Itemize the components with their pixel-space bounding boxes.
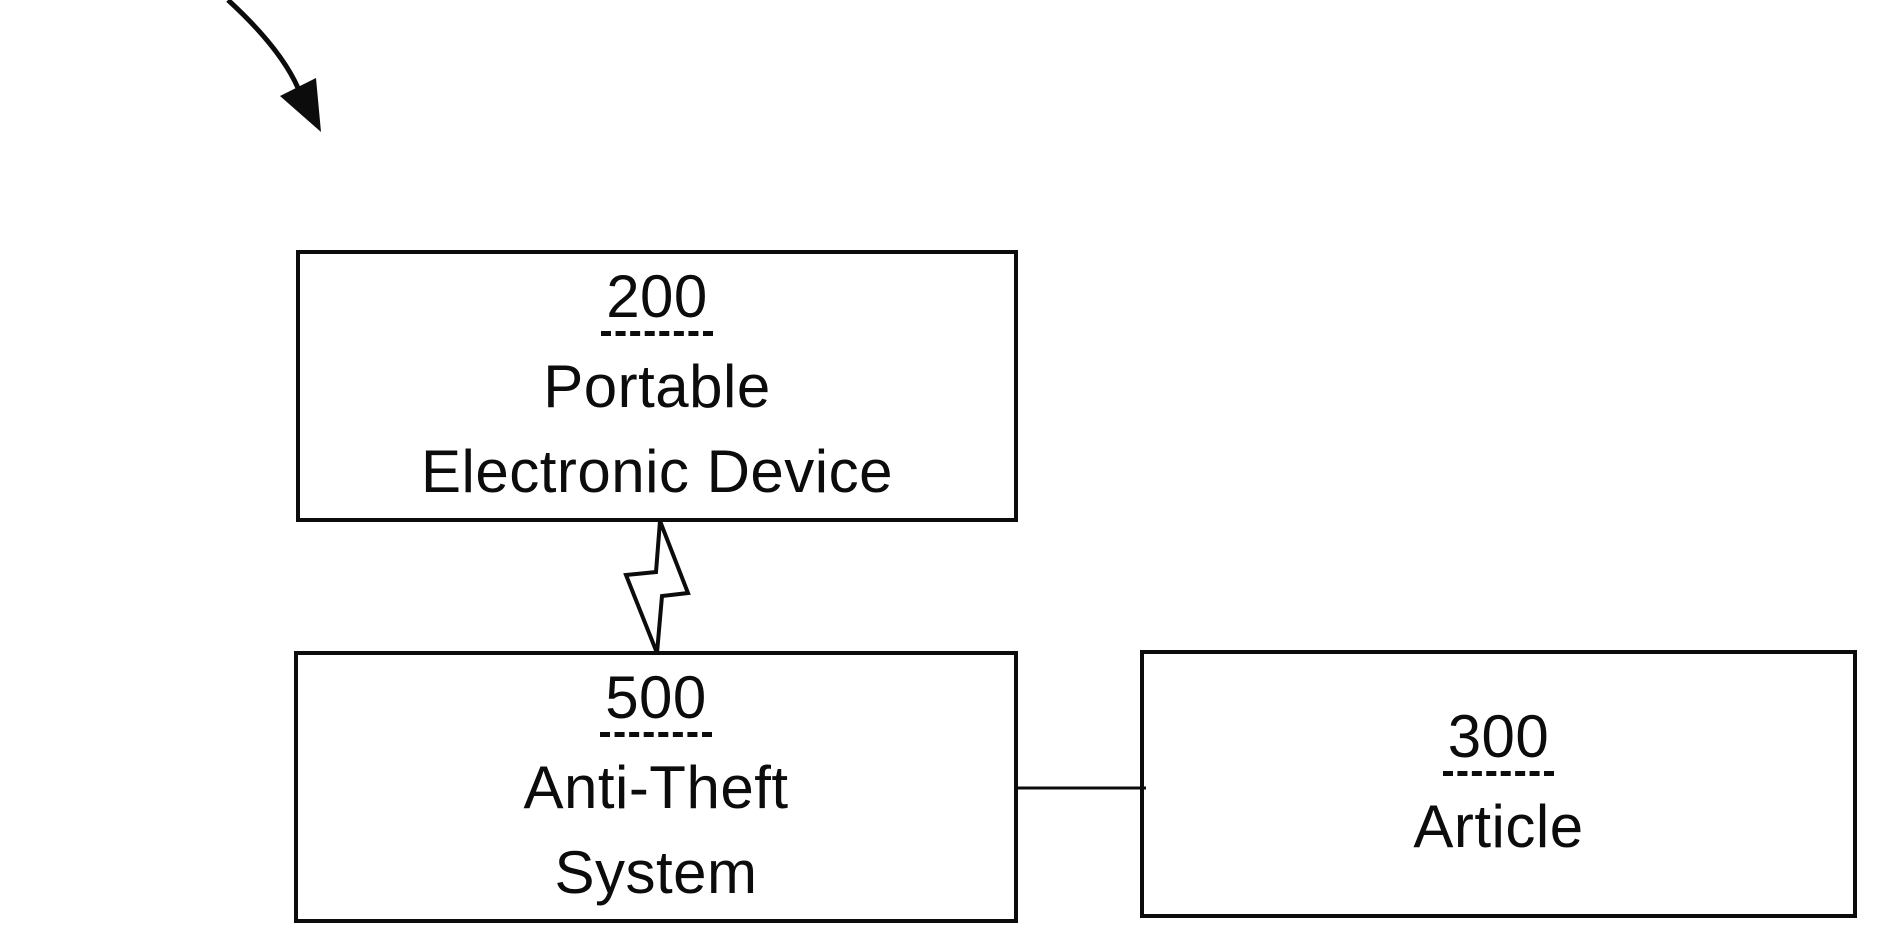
reference-numeral-line: 200 (601, 259, 713, 344)
box-label-line: Portable (543, 352, 771, 420)
reference-numeral: 300 (1442, 699, 1555, 776)
curved-arrow-icon (226, 0, 321, 132)
box-article: 300 Article (1140, 650, 1857, 918)
lightning-bolt-icon (623, 520, 691, 654)
box-portable-electronic-device: 200 Portable Electronic Device (296, 250, 1018, 522)
reference-numeral-line: 300 (1442, 699, 1555, 784)
box-anti-theft-system: 500 Anti-Theft System (294, 651, 1018, 923)
box-label-line: System (554, 838, 758, 906)
box-label-line: Anti-Theft (523, 753, 789, 821)
reference-numeral-line: 500 (600, 660, 712, 745)
box-label-line: Article (1413, 793, 1584, 860)
reference-numeral: 500 (600, 660, 712, 737)
box-label-line: Electronic Device (420, 437, 893, 505)
reference-numeral: 200 (601, 259, 713, 336)
